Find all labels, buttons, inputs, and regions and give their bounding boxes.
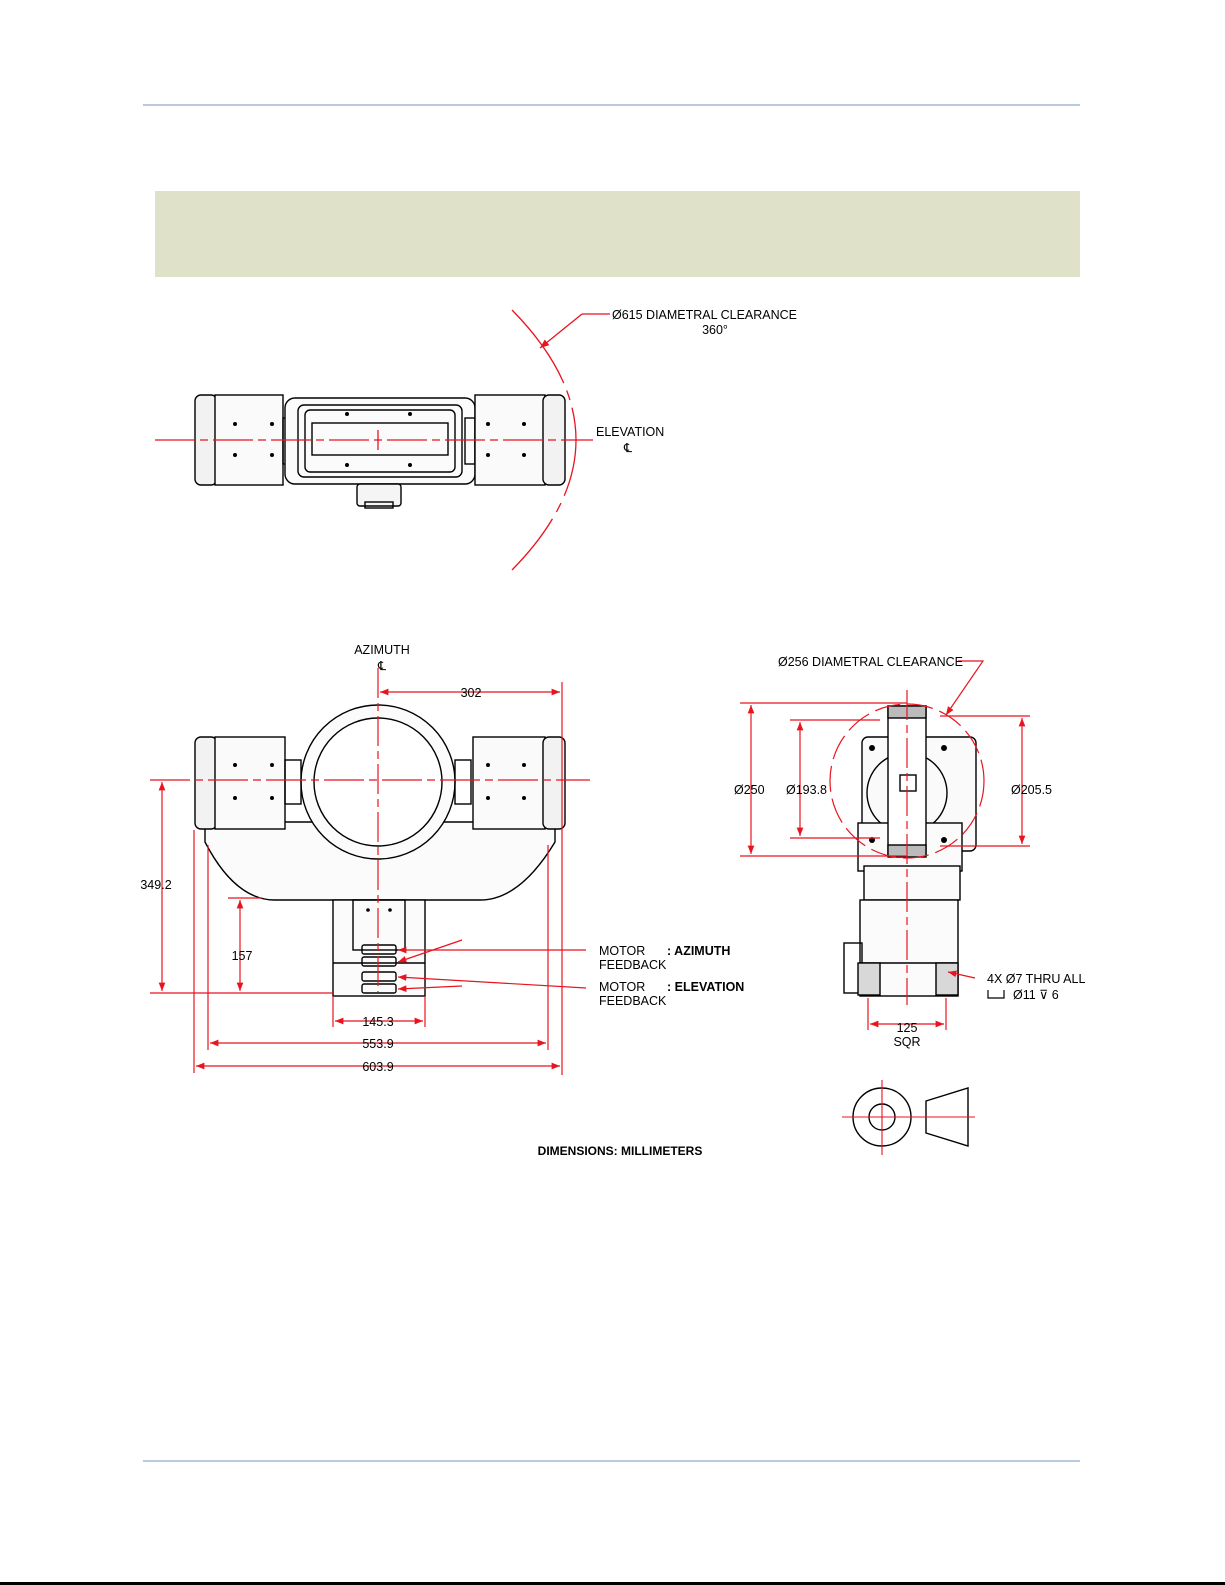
callout-feedback-elevation: FEEDBACK (599, 994, 667, 1008)
top-body (285, 398, 475, 484)
top-view (195, 395, 565, 508)
dim-label-302: 302 (461, 686, 482, 700)
dim-label-603-9: 603.9 (362, 1060, 393, 1074)
front-left-motor (215, 737, 285, 829)
label-clearance-615-sub: 360° (702, 323, 728, 337)
dim-label-193-8: Ø193.8 (786, 783, 827, 797)
front-right-motor (473, 737, 545, 829)
dim-label-205-5: Ø205.5 (1011, 783, 1052, 797)
label-azimuth-cl: ℄ (377, 659, 387, 673)
callout-motor-azimuth: MOTOR (599, 944, 645, 958)
hole-spec-2: Ø11 ⊽ 6 (1013, 988, 1059, 1002)
dim-label-250: Ø250 (734, 783, 765, 797)
hole-spec-1: 4X Ø7 THRU ALL (987, 972, 1085, 986)
dim-label-157: 157 (232, 949, 253, 963)
label-elevation-cl: ℄ (623, 441, 633, 455)
callout-motor-elevation: MOTOR (599, 980, 645, 994)
callout-elevation: : ELEVATION (667, 980, 744, 994)
dim-label-553-9: 553.9 (362, 1037, 393, 1051)
label-elevation: ELEVATION (596, 425, 664, 439)
top-connector (357, 484, 401, 506)
label-clearance-256: Ø256 DIAMETRAL CLEARANCE (778, 655, 963, 669)
label-sqr: SQR (893, 1035, 920, 1049)
label-azimuth: AZIMUTH (354, 643, 410, 657)
callout-azimuth: : AZIMUTH (667, 944, 730, 958)
side-view (844, 706, 976, 996)
units-note: DIMENSIONS: MILLIMETERS (538, 1144, 703, 1158)
projection-symbol-centerlines (842, 1080, 975, 1155)
counterbore-symbol (988, 990, 1004, 998)
front-left-motor-cap (195, 737, 217, 829)
dim-label-145-3: 145.3 (362, 1015, 393, 1029)
callout-feedback-azimuth: FEEDBACK (599, 958, 667, 972)
dim-label-349-2: 349.2 (140, 878, 171, 892)
label-clearance-615: Ø615 DIAMETRAL CLEARANCE (612, 308, 797, 322)
dim-label-125: 125 (897, 1021, 918, 1035)
